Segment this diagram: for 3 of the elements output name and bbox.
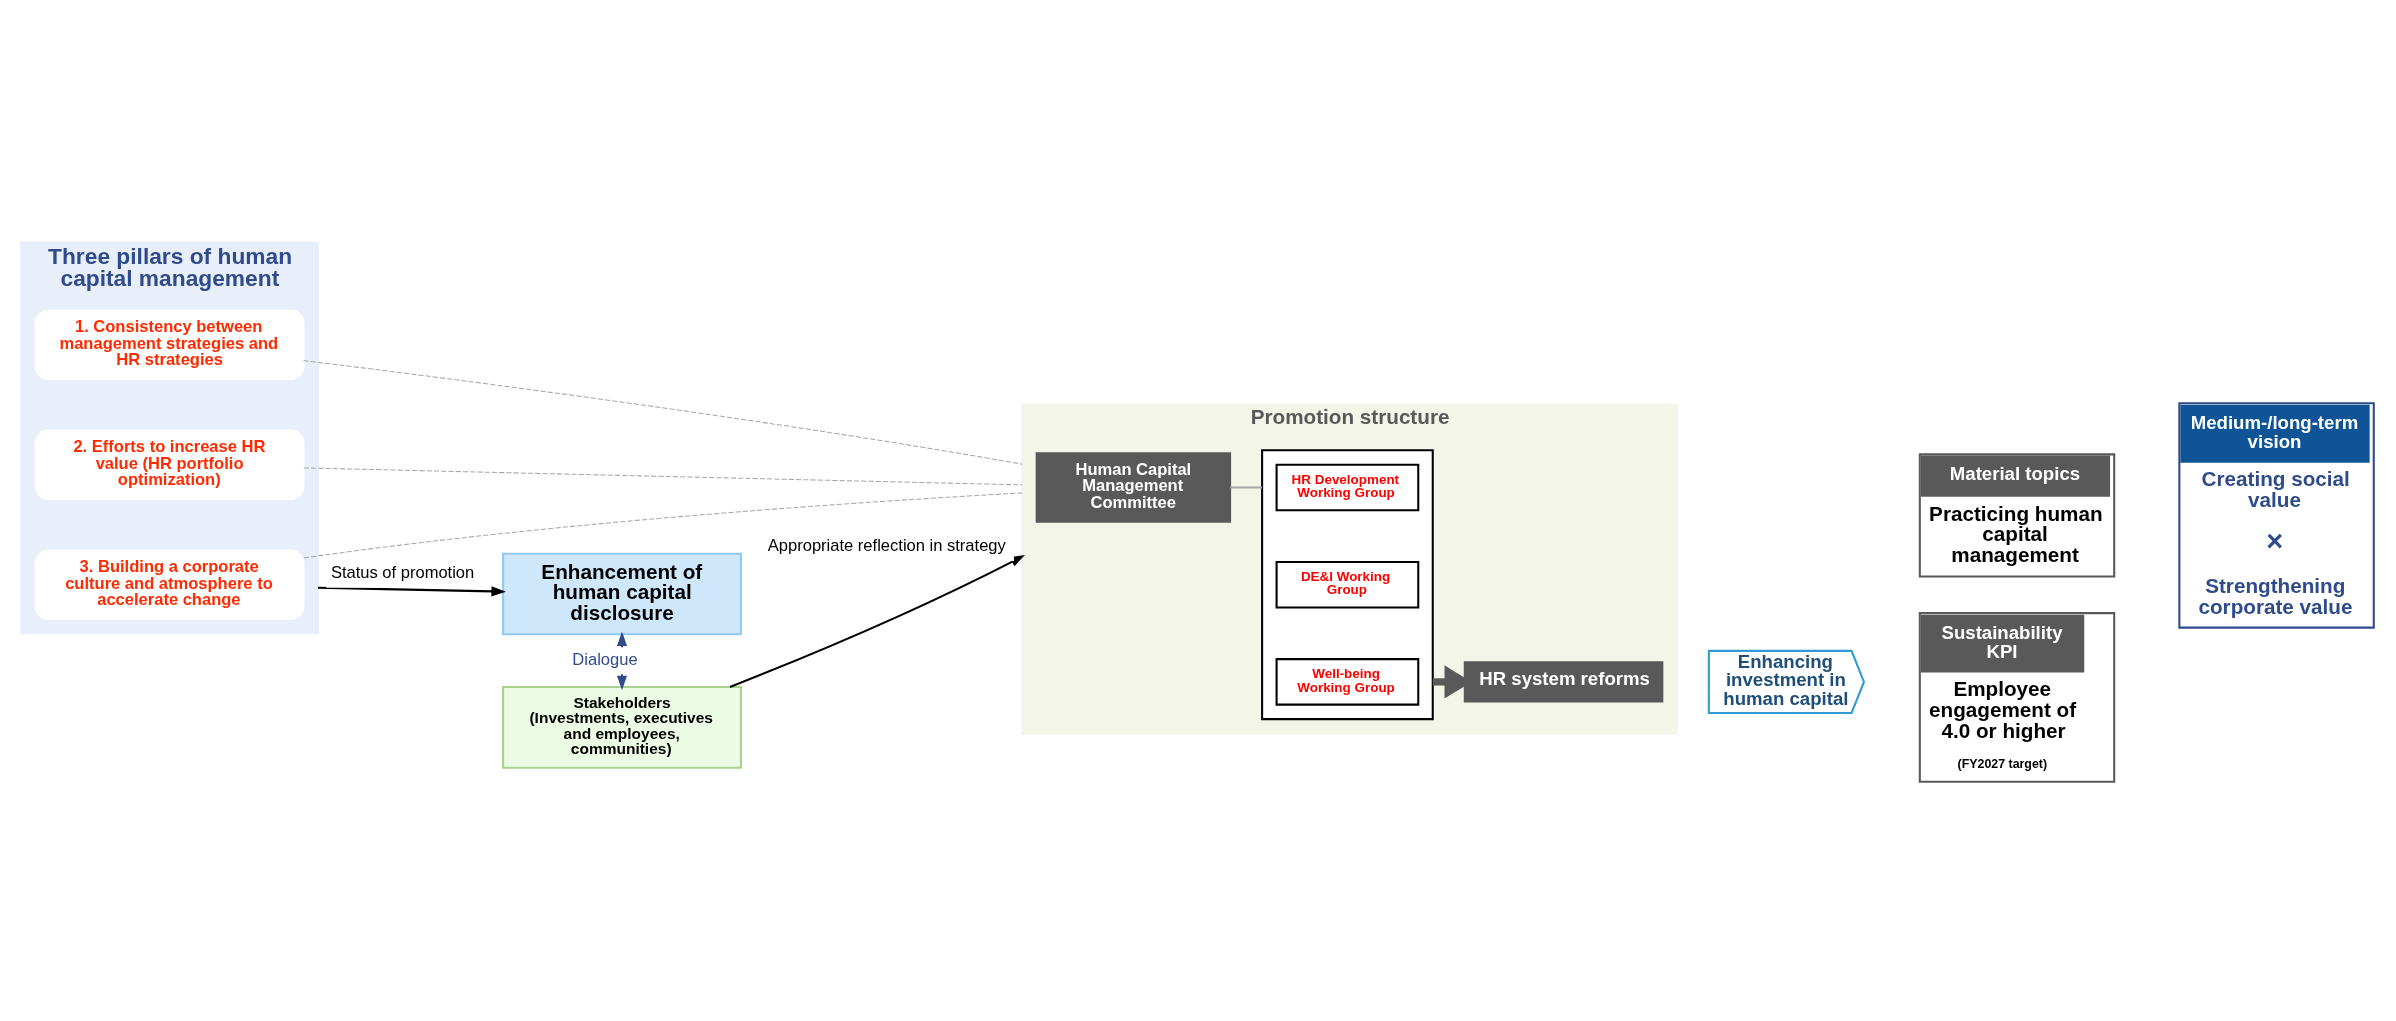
edge-label: Appropriate reflection in strategy — [767, 536, 1006, 556]
edge-label: Status of promotion — [330, 563, 475, 583]
edge-label: Dialogue — [572, 649, 638, 669]
